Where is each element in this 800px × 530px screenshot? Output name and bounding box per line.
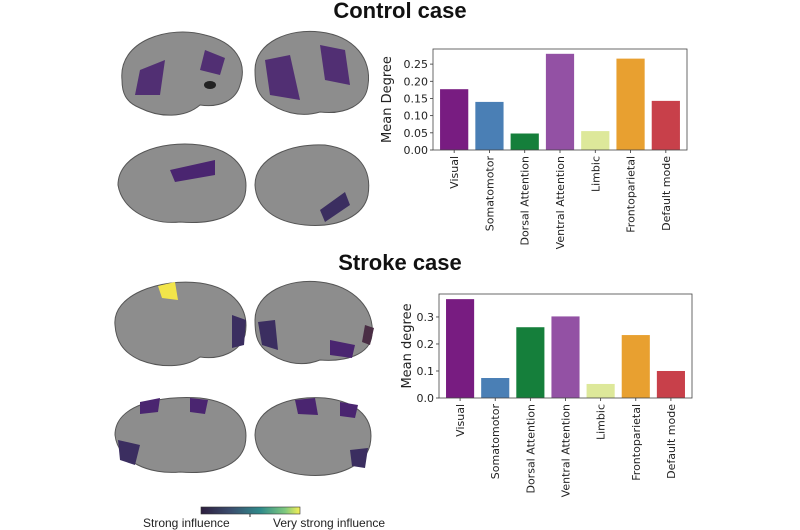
control-bar-frontoparietal [616, 58, 645, 150]
stroke-bar-frontoparietal [621, 335, 650, 398]
x-tick-label: Visual [454, 404, 467, 437]
stroke-bar-somatomotor [481, 378, 510, 398]
plot-frame [438, 293, 693, 399]
control-bar-default-mode [651, 100, 680, 150]
stroke-brain-right-medial [254, 397, 372, 476]
y-tick-label: 0.05 [404, 127, 429, 140]
stroke-brain-left-medial [114, 397, 247, 474]
control-bar-limbic [581, 131, 610, 150]
y-tick-label: 0.20 [404, 75, 429, 88]
control-bar-ventral-attention [545, 53, 575, 150]
stroke-brain-right-lateral [254, 280, 374, 365]
colorbar-left-label: Strong influence [143, 516, 230, 530]
x-tick-label: Dorsal Attention [519, 156, 532, 246]
x-tick-label: Default mode [665, 404, 678, 479]
control-bar-chart: Visual Somatomotor Dorsal Attention Ventral… [380, 48, 688, 249]
x-tick-label: Visual [448, 156, 461, 189]
x-tick-label: Frontoparietal [630, 404, 643, 481]
plot-frame [432, 48, 688, 151]
x-tick-label: Default mode [660, 156, 673, 231]
x-tick-label: Ventral Attention [554, 156, 567, 249]
stroke-bar-visual [446, 299, 475, 398]
control-brain-left-medial [117, 143, 247, 224]
y-tick-label: 0.00 [404, 144, 429, 157]
control-brain-right-lateral [254, 30, 370, 115]
control-bar-dorsal-attention [510, 133, 539, 150]
stroke-bar-limbic [586, 383, 615, 398]
y-tick-label: 0.0 [417, 392, 435, 405]
x-tick-label: Dorsal Attention [524, 404, 537, 494]
y-axis-label: Mean degree [400, 303, 415, 388]
y-tick-label: 0.3 [417, 311, 435, 324]
x-tick-label: Limbic [589, 156, 602, 192]
x-tick-label: Somatomotor [489, 404, 502, 480]
colorbar [200, 506, 301, 515]
control-case-title: Control case [333, 0, 467, 23]
stroke-bar-dorsal-attention [516, 327, 545, 398]
x-tick-label: Limbic [595, 404, 608, 440]
colorbar-right-label: Very strong influence [273, 516, 386, 530]
stroke-bar-default-mode [656, 370, 685, 398]
stroke-brain-left-lateral [114, 281, 247, 367]
control-bar-visual [440, 89, 469, 150]
x-tick-label: Ventral Attention [560, 404, 573, 497]
y-tick-label: 0.15 [404, 92, 429, 105]
y-tick-label: 0.1 [417, 365, 435, 378]
stroke-bar-chart: Visual Somatomotor Dorsal Attention Ventral… [400, 293, 693, 497]
y-tick-label: 0.10 [404, 110, 429, 123]
x-tick-label: Somatomotor [483, 156, 496, 232]
y-tick-label: 0.25 [404, 58, 429, 71]
stroke-bar-ventral-attention [551, 316, 580, 398]
stroke-case-title: Stroke case [338, 250, 462, 275]
control-brain-left-lateral [121, 31, 243, 116]
x-tick-label: Frontoparietal [625, 156, 638, 233]
y-axis-label: Mean Degree [380, 56, 395, 143]
control-brain-right-medial [254, 144, 370, 226]
control-bar-somatomotor [475, 101, 504, 150]
y-tick-label: 0.2 [417, 338, 435, 351]
